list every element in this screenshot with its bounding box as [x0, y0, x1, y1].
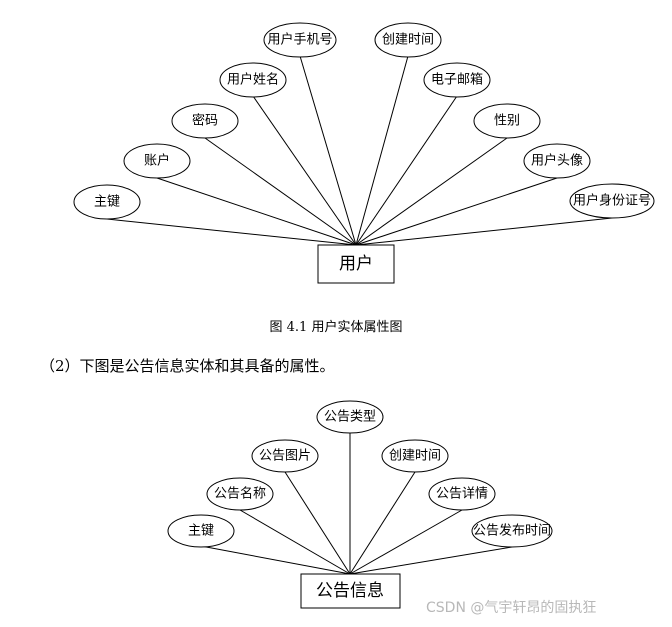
attr-ellipse — [167, 514, 235, 548]
attr-label: 公告名称 — [214, 486, 266, 502]
attr-label: 创建时间 — [382, 33, 434, 48]
attr-label: 用户手机号 — [267, 32, 332, 48]
attr-label: 主键 — [188, 524, 214, 539]
attr-ellipse — [423, 62, 491, 98]
attr-ellipse — [73, 184, 141, 220]
attr-label: 性别 — [494, 114, 520, 129]
attr-label: 公告类型 — [324, 410, 376, 425]
watermark: CSDN @气宇轩昂的固执狂 — [426, 600, 597, 616]
attr-label: 用户身份证号 — [573, 193, 651, 209]
figure-caption: 图 4.1 用户实体属性图 — [269, 320, 403, 335]
attr-ellipse — [473, 103, 541, 139]
attr-ellipse — [471, 514, 553, 548]
attr-label: 密码 — [192, 113, 218, 129]
entity-label: 用户 — [339, 254, 373, 274]
attr-ellipse — [523, 143, 591, 179]
attr-ellipse — [569, 183, 655, 219]
attr-ellipse — [206, 477, 274, 511]
attr-ellipse — [316, 400, 384, 434]
attr-ellipse — [123, 143, 191, 179]
entity-label: 公告信息 — [316, 581, 384, 601]
attr-ellipse — [219, 62, 287, 98]
attr-ellipse — [171, 103, 239, 139]
notice-entity-diagram: 主键 公告名称 公告图片 公告类型 创建时间 公告详情 公告发布时间 公告信息 — [167, 400, 553, 609]
attr-label: 公告发布时间 — [473, 523, 551, 539]
body-paragraph: （2）下图是公告信息实体和其具备的属性。 — [40, 357, 335, 375]
attr-label: 创建时间 — [389, 449, 441, 464]
attr-label: 公告图片 — [259, 449, 311, 464]
attr-ellipse — [428, 477, 496, 511]
attr-ellipse — [263, 22, 337, 58]
attr-label: 账户 — [144, 153, 170, 169]
attr-ellipse — [251, 439, 319, 473]
attr-label: 用户姓名 — [227, 72, 279, 88]
entity-box — [317, 244, 395, 284]
attr-label: 电子邮箱 — [431, 72, 483, 88]
attr-ellipse — [374, 22, 442, 58]
entity-box — [300, 573, 401, 609]
user-entity-diagram: 主键 账户 密码 用户姓名 用户手机号 创建时间 电子邮箱 性别 用户头像 用户… — [73, 22, 655, 284]
attr-ellipse — [381, 439, 449, 473]
attr-label: 用户头像 — [531, 153, 583, 169]
attr-label: 主键 — [94, 195, 120, 210]
attr-label: 公告详情 — [436, 487, 488, 502]
